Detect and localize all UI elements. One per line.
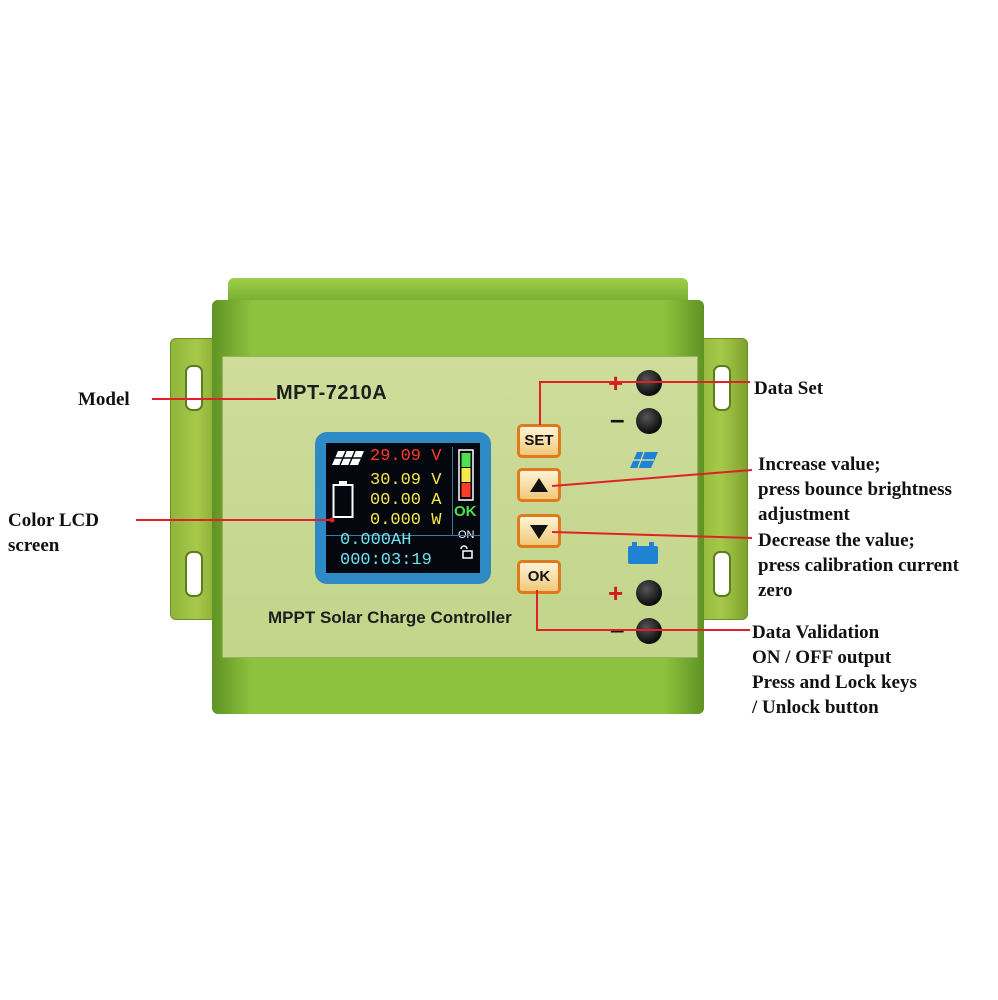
- mounting-slot: [185, 551, 203, 597]
- input-voltage-readout: 29.09 V: [370, 447, 442, 466]
- mounting-slot: [713, 365, 731, 411]
- decrease-callout: Decrease the value; press calibration cu…: [758, 530, 959, 601]
- lcd-divider: [326, 535, 480, 536]
- unlock-icon: [460, 545, 473, 559]
- solar-negative-terminal: [636, 408, 662, 434]
- ok-callout: Data Validation ON / OFF output Press an…: [752, 622, 917, 718]
- solar-panel-icon: [332, 451, 364, 465]
- data-set-callout-line: [539, 381, 750, 425]
- power-readout: 0.000 W: [370, 511, 442, 530]
- product-subtitle: MPPT Solar Charge Controller: [268, 608, 512, 627]
- battery-plus-sign: +: [608, 578, 624, 608]
- elapsed-time-readout: 000:03:19: [340, 551, 432, 570]
- model-label: MPT-7210A: [276, 382, 388, 404]
- decrease-button[interactable]: [517, 514, 561, 548]
- ok-button[interactable]: OK: [517, 560, 561, 594]
- charge-level-bar-icon: [458, 449, 474, 501]
- mounting-slot: [713, 551, 731, 597]
- battery-voltage-readout: 30.09 V: [370, 471, 442, 490]
- lcd-callout: Color LCD screen: [8, 510, 99, 556]
- up-arrow-icon: [530, 478, 548, 492]
- model-callout: Model: [78, 389, 130, 410]
- increase-callout: Increase value; press bounce brightness …: [758, 454, 952, 525]
- lcd-callout-dot: [329, 517, 335, 523]
- decrease-callout-line: [551, 531, 753, 539]
- status-ok: OK: [454, 503, 477, 520]
- amp-hours-readout: 0.000AH: [340, 531, 412, 550]
- solar-input-icon: [630, 452, 658, 468]
- battery-positive-terminal: [636, 580, 662, 606]
- solar-minus-sign: –: [610, 404, 625, 434]
- increase-callout-line: [551, 469, 753, 487]
- set-button[interactable]: SET: [517, 424, 561, 458]
- lcd-screen: 29.09 V 30.09 V 00.00 A 0.000 W OK ON 0.…: [326, 443, 480, 573]
- down-arrow-icon: [530, 525, 548, 539]
- data-set-callout: Data Set: [754, 378, 824, 399]
- battery-output-icon: [628, 542, 658, 564]
- ok-callout-line: [536, 590, 750, 631]
- current-readout: 00.00 A: [370, 491, 442, 510]
- battery-level-icon: [332, 481, 354, 518]
- lcd-divider: [452, 447, 453, 535]
